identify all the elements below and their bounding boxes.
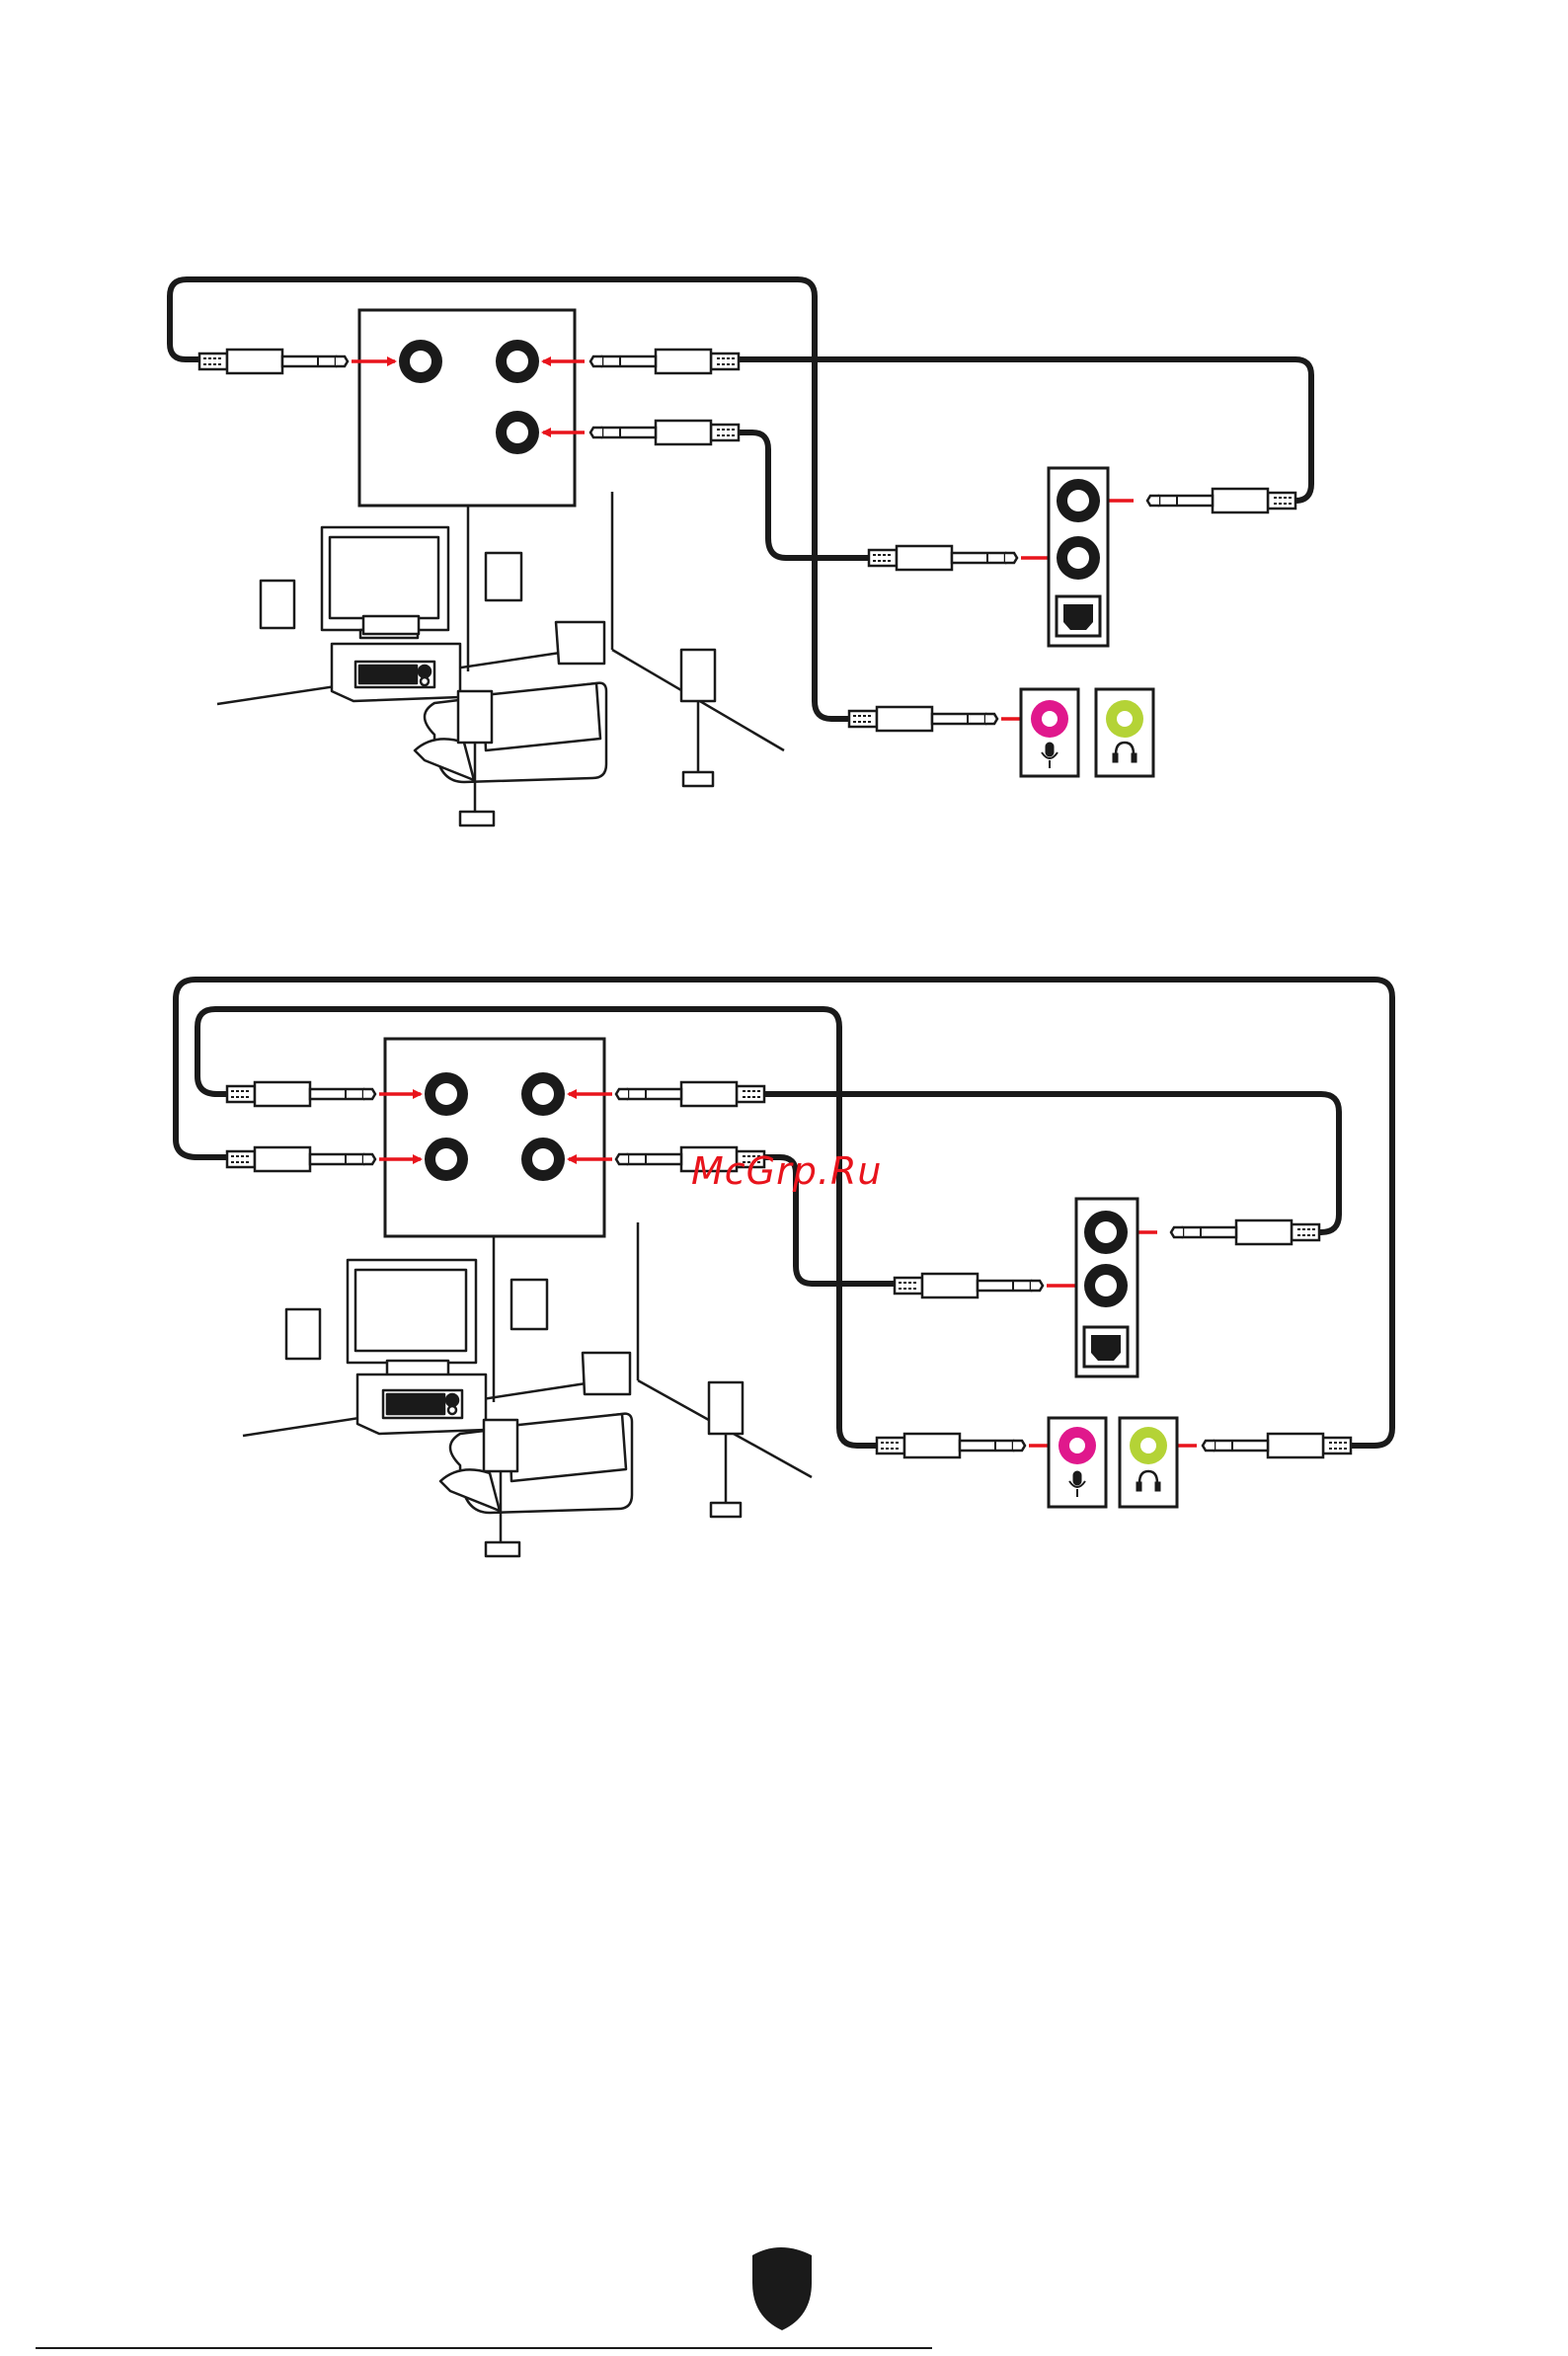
audio-plug (895, 1274, 1043, 1297)
receiver-panel (359, 310, 575, 506)
watermark-text: McGrp.Ru (691, 1149, 882, 1193)
audio-plug (1171, 1220, 1319, 1244)
speaker (511, 1280, 547, 1329)
optical-port-icon (1084, 1327, 1128, 1367)
receiver-jack (496, 340, 539, 383)
audio-plug (590, 350, 739, 373)
home-theater-room (243, 1222, 812, 1556)
receiver-jack (425, 1072, 468, 1116)
tv-screen (322, 527, 448, 630)
speaker (486, 553, 521, 600)
subwoofer (556, 622, 604, 664)
line-in-jack (1084, 1211, 1128, 1254)
tv-screen (348, 1260, 476, 1363)
audio-plug (616, 1082, 764, 1106)
line-in-jack (1057, 479, 1100, 522)
audio-plug (227, 1082, 375, 1106)
speaker (484, 1420, 517, 1471)
audio-plug (1147, 489, 1295, 512)
speaker (286, 1309, 320, 1359)
optical-port-icon (1057, 596, 1100, 636)
receiver-jack (521, 1072, 565, 1116)
receiver-jack (399, 340, 442, 383)
receiver-jack (521, 1138, 565, 1181)
speaker (681, 650, 715, 701)
speaker (261, 581, 294, 628)
line-out-jack (1057, 536, 1100, 580)
shield-logo-icon (752, 2247, 812, 2330)
audio-plug (1203, 1434, 1351, 1457)
home-theater-room (217, 492, 784, 825)
audio-plug (849, 707, 997, 731)
audio-plug (227, 1147, 375, 1171)
speaker (709, 1382, 743, 1434)
receiver-jack (425, 1138, 468, 1181)
diagram-5-1-channel (170, 279, 1311, 825)
speaker (458, 691, 492, 743)
audio-plug (590, 421, 739, 444)
audio-plug (877, 1434, 1025, 1457)
line-out-jack (1084, 1264, 1128, 1307)
subwoofer (583, 1353, 630, 1394)
diagram-7-1-channel (176, 980, 1392, 1556)
audio-plug (869, 546, 1017, 570)
receiver-panel (385, 1039, 604, 1236)
audio-plug (199, 350, 348, 373)
receiver-jack (496, 411, 539, 454)
